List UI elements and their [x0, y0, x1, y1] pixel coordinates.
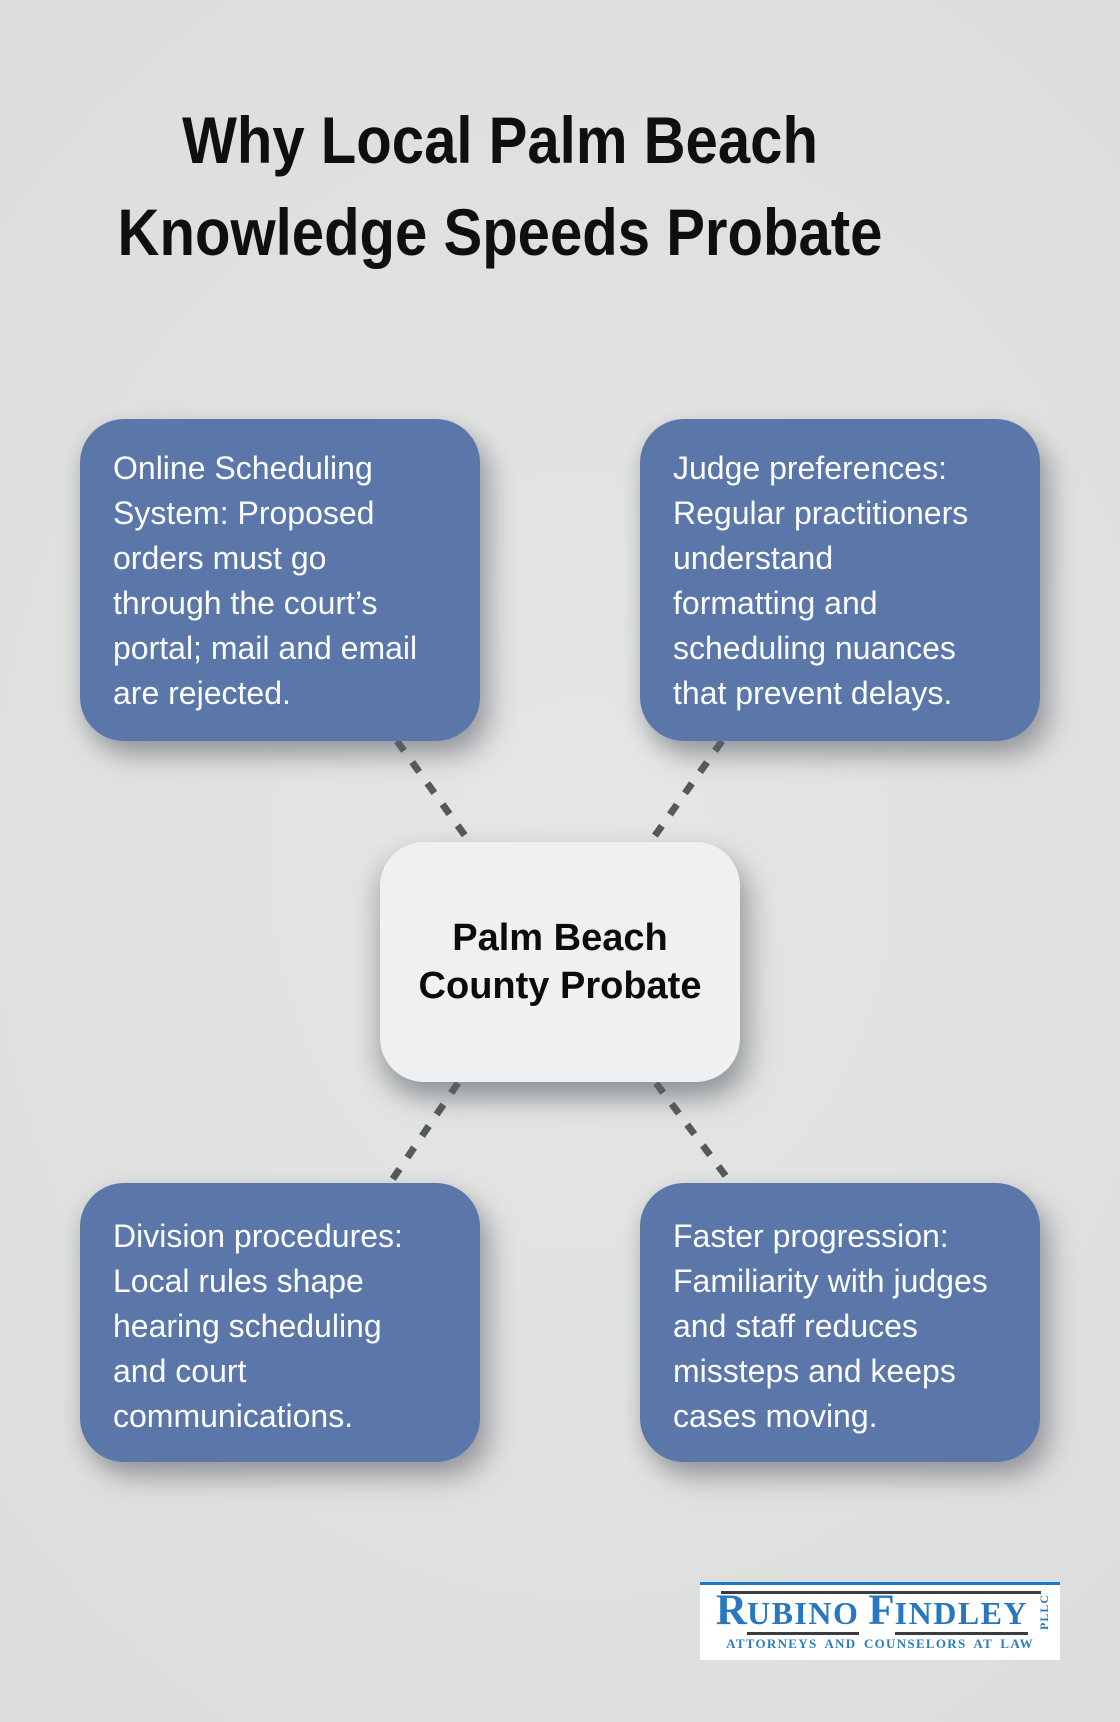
node-division-procedures: Division procedures: Local rules shape h… — [80, 1183, 480, 1462]
node-faster-progression: Faster progression: Familiarity with jud… — [640, 1183, 1040, 1462]
node-online-scheduling-text: Online Scheduling System: Proposed order… — [113, 450, 418, 711]
logo-initial-f: F — [868, 1587, 895, 1634]
logo-name-findley: INDLEY — [894, 1595, 1029, 1635]
logo-name-rubino: UBINO — [746, 1595, 860, 1635]
node-division-procedures-text: Division procedures: Local rules shape h… — [113, 1218, 403, 1434]
center-node: Palm Beach County Probate — [380, 842, 740, 1082]
node-faster-progression-text: Faster progression: Familiarity with jud… — [673, 1218, 988, 1434]
node-judge-preferences: Judge preferences: Regular practitioners… — [640, 419, 1040, 741]
connector-line-top-left — [394, 738, 474, 847]
connector-line-bottom-left — [387, 1081, 461, 1185]
logo-initial-r: R — [715, 1587, 747, 1634]
logo-pllc-label: PLLC — [1037, 1594, 1051, 1631]
logo-tagline: ATTORNEYS AND COUNSELORS AT LAW — [726, 1636, 1034, 1651]
node-online-scheduling: Online Scheduling System: Proposed order… — [80, 419, 480, 741]
logo-rule-line — [721, 1591, 1041, 1594]
logo-top-accent-line — [700, 1582, 1060, 1585]
node-judge-preferences-text: Judge preferences: Regular practitioners… — [673, 450, 969, 711]
center-node-label: Palm Beach County Probate — [418, 917, 702, 1007]
connector-line-bottom-right — [653, 1080, 734, 1186]
connector-line-top-right — [646, 738, 725, 847]
page-title: Why Local Palm Beach Knowledge Speeds Pr… — [117, 103, 883, 269]
